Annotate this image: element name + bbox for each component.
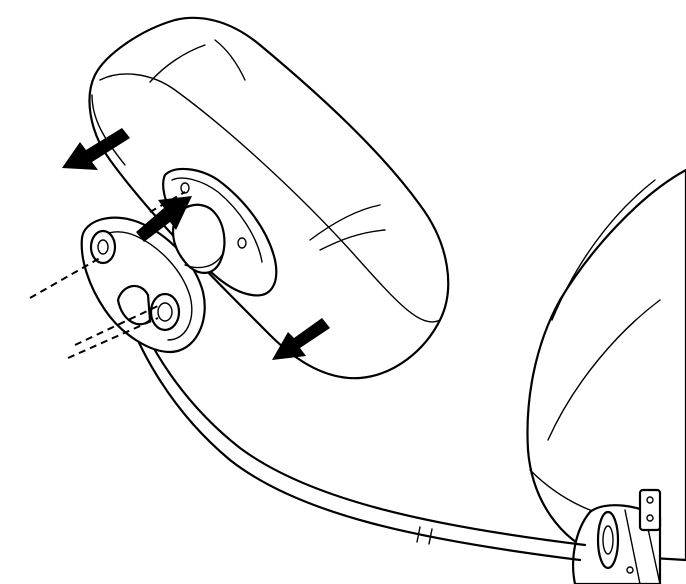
arrow-push-in: [136, 196, 192, 242]
device-body: [526, 168, 686, 562]
cable-arm: [118, 283, 587, 562]
arrow-pull-left: [62, 128, 130, 170]
mounting-plate: [80, 216, 206, 354]
ball-socket: [162, 167, 278, 297]
alignment-lines: [29, 191, 186, 359]
hinge-joint: [572, 488, 662, 584]
arrow-pull-down: [272, 318, 330, 360]
